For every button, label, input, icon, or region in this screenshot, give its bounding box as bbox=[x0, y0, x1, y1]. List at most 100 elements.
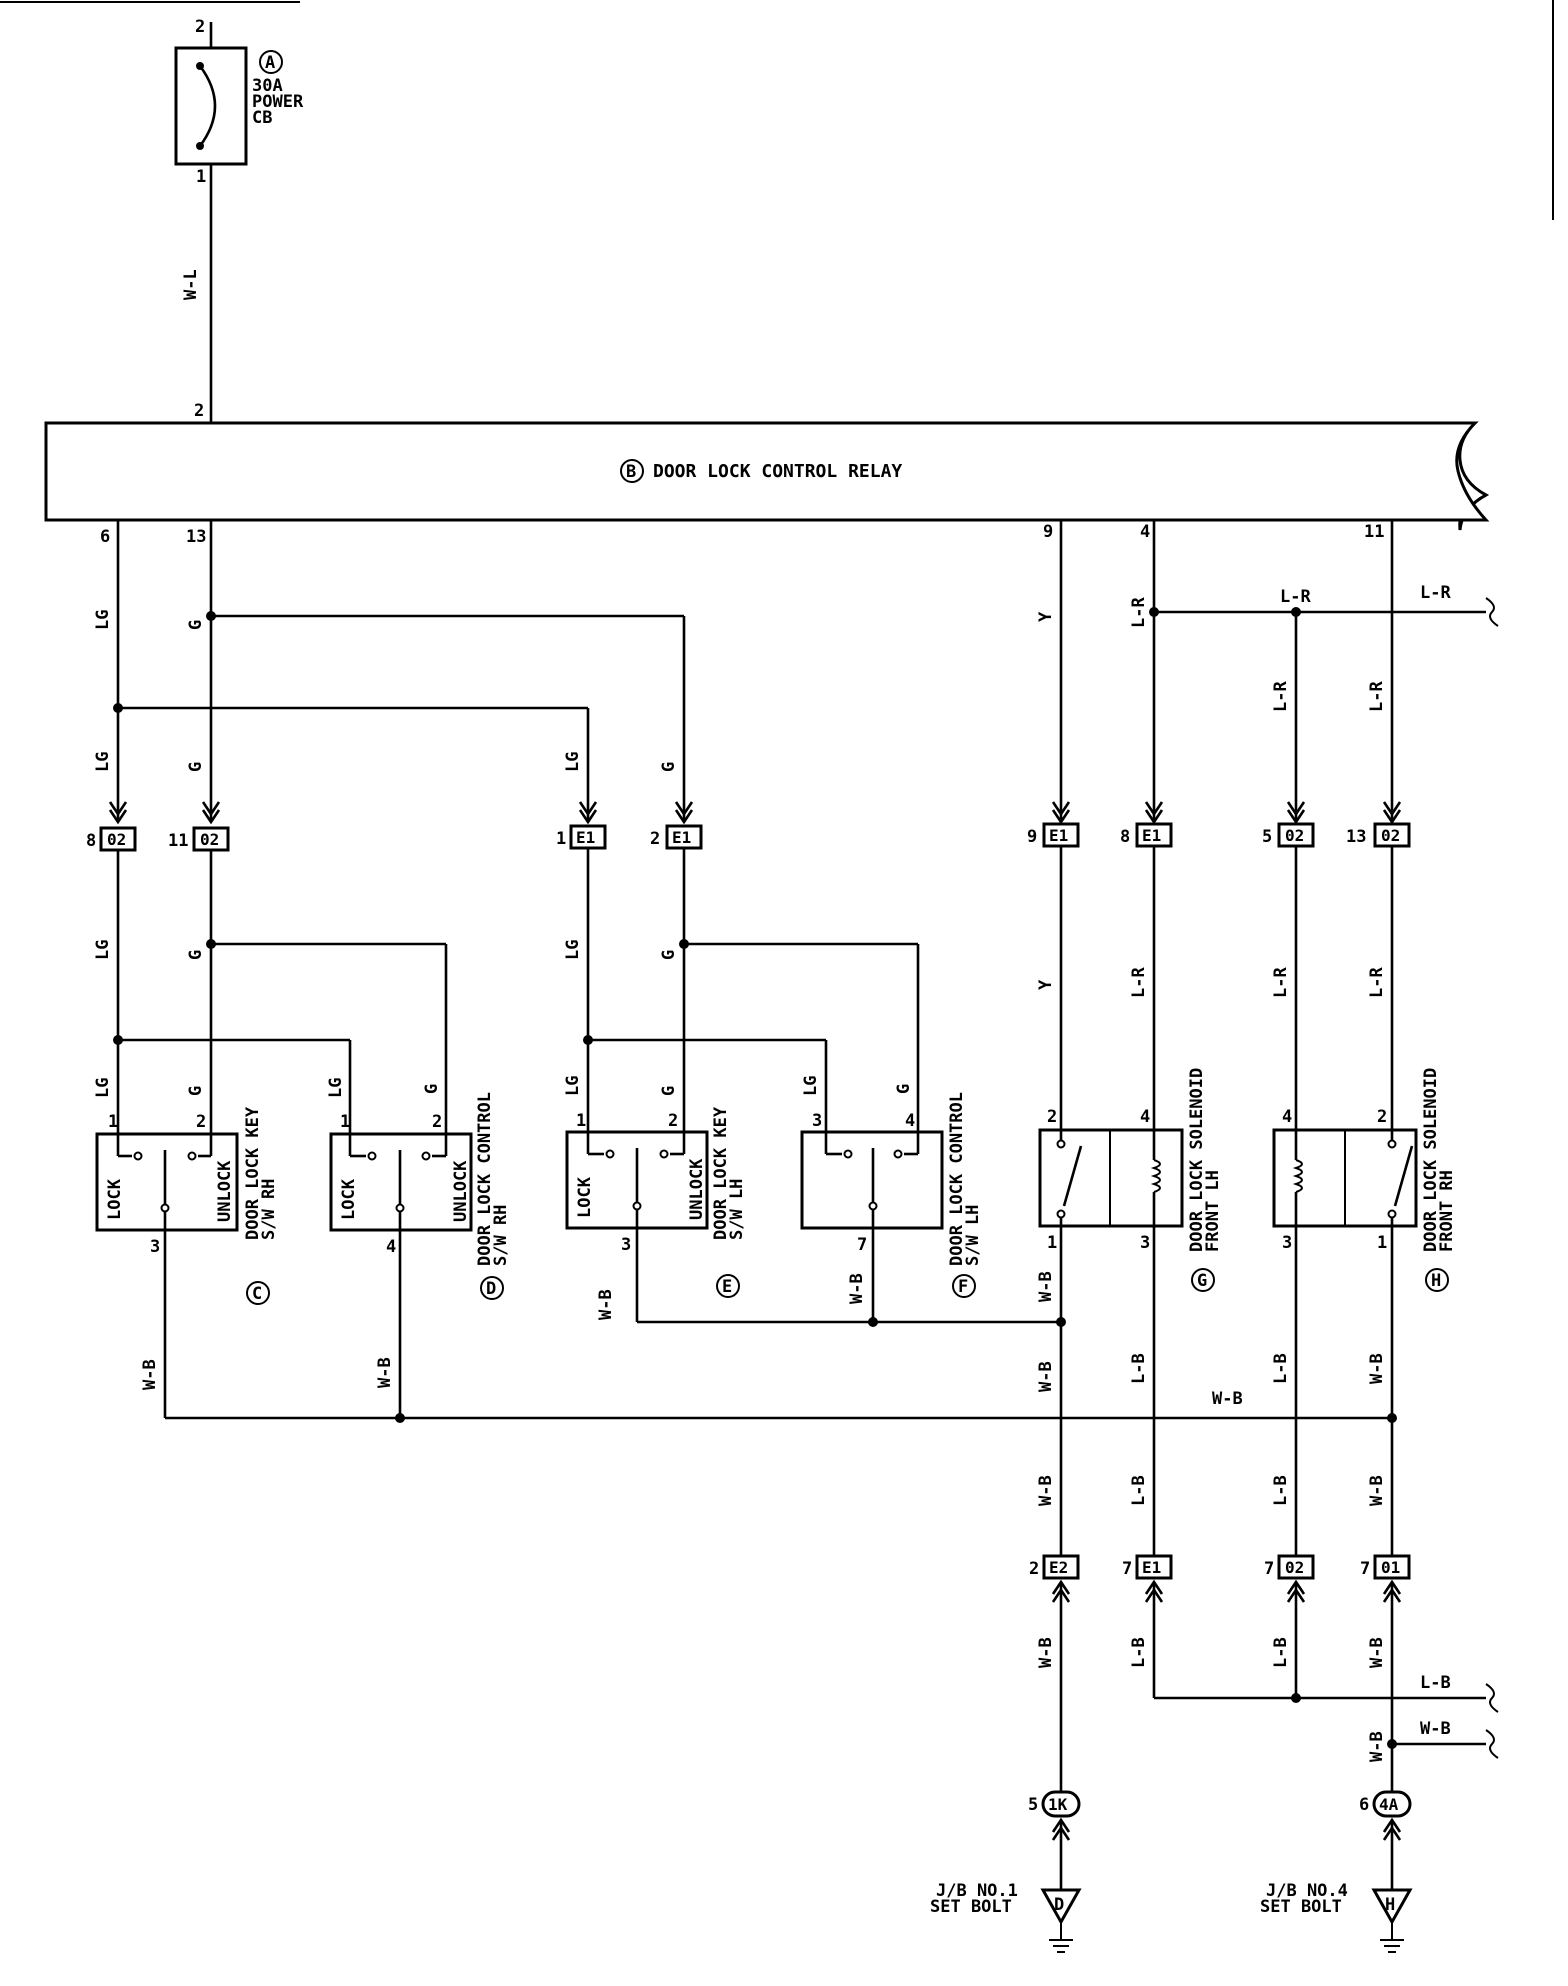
breaker-label-2: POWER bbox=[252, 92, 304, 112]
wire-label-g-2: G bbox=[186, 762, 206, 772]
wire-label-wl: W-L bbox=[181, 269, 201, 300]
conn-low-1-code: E2 bbox=[1049, 1558, 1068, 1577]
switch-e-lock: LOCK bbox=[575, 1176, 595, 1218]
solenoid-h-pin-1: 1 bbox=[1377, 1233, 1387, 1253]
conn-low-3-code: 02 bbox=[1285, 1558, 1304, 1577]
wire-label-wb-10: W-B bbox=[1367, 1475, 1387, 1506]
conn-up-4-code: E1 bbox=[672, 828, 691, 847]
switch-door-lock-key-lh: 1 2 LOCK UNLOCK 3 DOOR LOCK KEY S/W LH E bbox=[565, 1106, 747, 1298]
solenoid-g-pin-2: 2 bbox=[1047, 1107, 1057, 1127]
junction-2-code: 4A bbox=[1379, 1795, 1399, 1814]
relay-label: DOOR LOCK CONTROL RELAY bbox=[653, 461, 902, 482]
switch-f-ref: F bbox=[958, 1277, 968, 1297]
switch-e-ref: E bbox=[722, 1277, 732, 1297]
breaker-pin-bottom: 1 bbox=[196, 167, 206, 187]
wire-label-lb-3: L-B bbox=[1129, 1475, 1149, 1506]
wire-label-wb-8: W-B bbox=[1367, 1353, 1387, 1384]
wire-label-wb-6: W-B bbox=[375, 1357, 395, 1388]
switch-c-unlock: UNLOCK bbox=[215, 1160, 235, 1222]
conn-up-5-pin: 9 bbox=[1027, 827, 1037, 847]
conn-up-5-code: E1 bbox=[1049, 826, 1068, 845]
switch-e-name-2: S/W LH bbox=[727, 1179, 747, 1240]
breaker-pin-top: 2 bbox=[195, 17, 205, 37]
switch-c-name-1: DOOR LOCK KEY bbox=[243, 1106, 263, 1240]
wire-label-lr-6: L-R bbox=[1129, 967, 1149, 998]
wire-label-wb-4: W-B bbox=[1036, 1361, 1056, 1392]
relay-pin-top: 2 bbox=[194, 401, 204, 421]
wire-label-lr-7: L-R bbox=[1271, 967, 1291, 998]
wire-label-lb-7: L-B bbox=[1420, 1673, 1451, 1693]
switch-f-pin-3: 3 bbox=[812, 1111, 822, 1131]
switch-d-pin-4: 4 bbox=[386, 1237, 396, 1257]
ground-point-right: 4A 6 H J/B NO.4 SET BOLT bbox=[1260, 1790, 1413, 1953]
ground-1-line1: J/B NO.1 bbox=[936, 1881, 1018, 1901]
relay-ref-circle bbox=[620, 459, 644, 483]
conn-up-7-pin: 5 bbox=[1262, 827, 1272, 847]
wire-label-wb-3: W-B bbox=[1036, 1271, 1056, 1302]
wire-label-wb-14: W-B bbox=[1367, 1731, 1387, 1762]
conn-low-4-code: 01 bbox=[1381, 1558, 1400, 1577]
wire-label-g-7: G bbox=[422, 1084, 442, 1094]
wire-label-lb-2: L-B bbox=[1271, 1353, 1291, 1384]
conn-up-2-pin: 11 bbox=[168, 831, 188, 851]
wire-label-g-6: G bbox=[186, 1086, 206, 1096]
switch-c-pin-1: 1 bbox=[108, 1112, 118, 1132]
solenoid-h-ref: H bbox=[1431, 1271, 1441, 1291]
wire-label-lb-4: L-B bbox=[1271, 1475, 1291, 1506]
conn-low-2-code: E1 bbox=[1142, 1558, 1161, 1577]
relay-pin-6: 6 bbox=[100, 527, 110, 547]
wire-label-g-9: G bbox=[894, 1084, 914, 1094]
solenoid-g-pin-3: 3 bbox=[1140, 1233, 1150, 1253]
ground-1-line2: SET BOLT bbox=[930, 1897, 1012, 1917]
ground-2-line2: SET BOLT bbox=[1260, 1897, 1342, 1917]
switch-c-ref: C bbox=[252, 1284, 262, 1304]
switch-c-name-2: S/W RH bbox=[259, 1179, 279, 1240]
solenoid-g-name-2: FRONT LH bbox=[1203, 1170, 1223, 1252]
switch-d-ref: D bbox=[486, 1279, 496, 1299]
relay-pin-4: 4 bbox=[1140, 522, 1150, 542]
switch-c-lock: LOCK bbox=[105, 1178, 125, 1220]
wire-label-wb-13: W-B bbox=[1420, 1719, 1451, 1739]
door-lock-control-relay: 2 B DOOR LOCK CONTROL RELAY 6 13 9 4 11 bbox=[44, 401, 1490, 547]
breaker-label-1: 30A bbox=[252, 76, 283, 96]
wire-label-g-3: G bbox=[659, 762, 679, 772]
switch-door-lock-control-rh: 1 2 LOCK UNLOCK 4 DOOR LOCK CONTROL S/W … bbox=[329, 1092, 511, 1300]
wire-label-lr-3: L-R bbox=[1420, 583, 1451, 603]
conn-up-4-pin: 2 bbox=[650, 829, 660, 849]
solenoid-h-pin-2: 2 bbox=[1377, 1107, 1387, 1127]
junction-2-pin: 6 bbox=[1359, 1795, 1369, 1815]
switch-f-name-1: DOOR LOCK CONTROL bbox=[947, 1092, 967, 1266]
switch-e-pin-3: 3 bbox=[621, 1235, 631, 1255]
switch-c-pin-3: 3 bbox=[150, 1237, 160, 1257]
switch-d-name-1: DOOR LOCK CONTROL bbox=[475, 1092, 495, 1266]
breaker-ref: A bbox=[265, 53, 275, 73]
breaker-body bbox=[174, 46, 248, 166]
wire-label-g-5: G bbox=[659, 950, 679, 960]
wire-label-lr-2: L-R bbox=[1280, 587, 1311, 607]
switch-door-lock-control-lh: 3 4 7 DOOR LOCK CONTROL S/W LH F bbox=[800, 1092, 983, 1298]
wire-label-g-1: G bbox=[186, 620, 206, 630]
conn-up-7-code: 02 bbox=[1285, 826, 1304, 845]
conn-low-2-pin: 7 bbox=[1122, 1559, 1132, 1579]
solenoid-front-rh: 4 2 3 1 DOOR LOCK SOLENOID FRONT RH H bbox=[1272, 1068, 1457, 1292]
ground-2-ref: H bbox=[1385, 1895, 1395, 1915]
wires-lg-g: LG G LG G LG G bbox=[93, 520, 686, 822]
breaker-bimetal-symbol bbox=[198, 65, 217, 147]
solenoid-front-lh: 2 4 1 3 DOOR LOCK SOLENOID FRONT LH G bbox=[1038, 1068, 1223, 1292]
wire-label-g-8: G bbox=[659, 1086, 679, 1096]
conn-up-1-code: 02 bbox=[107, 830, 126, 849]
junction-1-code: 1K bbox=[1048, 1795, 1068, 1814]
solenoid-g-pin-4: 4 bbox=[1140, 1107, 1150, 1127]
solenoid-h-pin-4: 4 bbox=[1282, 1107, 1292, 1127]
wire-label-wb-7: W-B bbox=[1212, 1389, 1243, 1409]
switch-e-name-1: DOOR LOCK KEY bbox=[711, 1106, 731, 1240]
wire-label-lr-1: L-R bbox=[1129, 597, 1149, 628]
wire-label-lg-5: LG bbox=[563, 940, 583, 960]
wire-label-wb-9: W-B bbox=[1036, 1475, 1056, 1506]
wire-label-y-1: Y bbox=[1036, 611, 1056, 622]
conn-up-2-code: 02 bbox=[200, 830, 219, 849]
wire-label-lg-3: LG bbox=[563, 752, 583, 772]
wire-label-lr-8: L-R bbox=[1367, 967, 1387, 998]
switch-e-unlock: UNLOCK bbox=[687, 1158, 707, 1220]
